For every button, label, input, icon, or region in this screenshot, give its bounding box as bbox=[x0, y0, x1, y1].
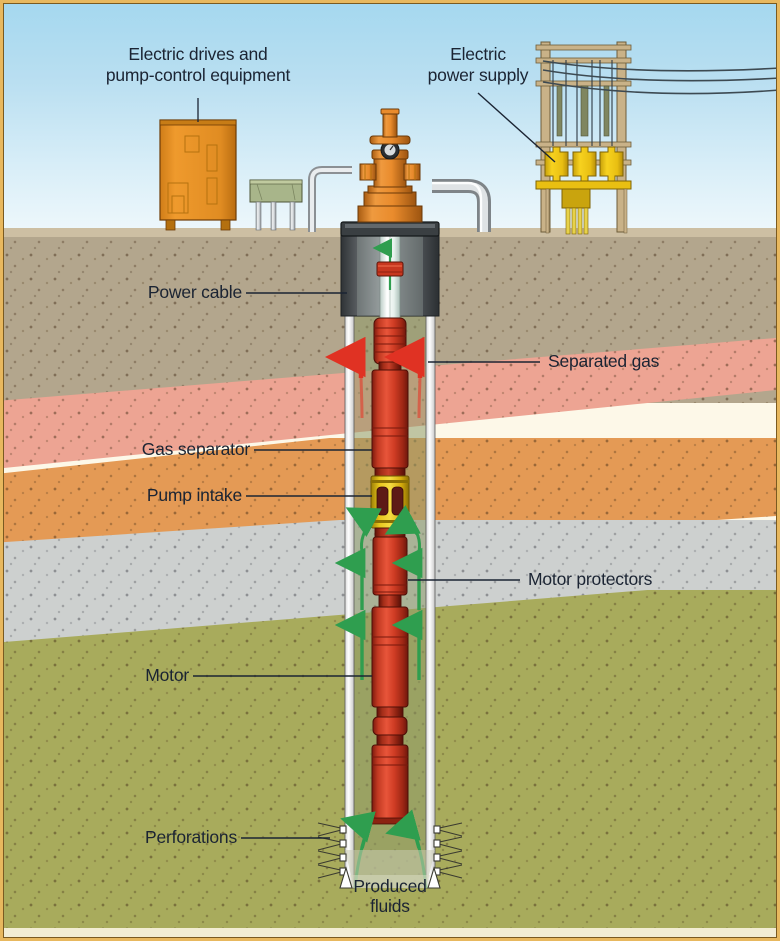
label-pump-intake: Pump intake bbox=[146, 485, 242, 505]
label-produced-fluids: Produced fluids bbox=[353, 876, 427, 916]
label-separated-gas: Separated gas bbox=[548, 351, 660, 371]
left-riser-pipe bbox=[308, 166, 352, 232]
perforations bbox=[317, 822, 463, 889]
wellhead-christmas-tree bbox=[357, 108, 423, 223]
label-motor: Motor bbox=[145, 665, 189, 685]
stratum-bottom-band bbox=[4, 928, 776, 937]
label-electric-drives: Electric drives and pump-control equipme… bbox=[105, 44, 291, 85]
separated-gas-arrows bbox=[325, 336, 425, 419]
label-motor-protectors: Motor protectors bbox=[528, 569, 653, 589]
control-cabinet bbox=[159, 98, 237, 231]
label-electric-power-supply: Electric power supply bbox=[427, 44, 529, 85]
label-perforations: Perforations bbox=[145, 827, 237, 847]
surface-flowline bbox=[432, 179, 491, 232]
label-gas-separator: Gas separator bbox=[141, 439, 250, 459]
surface-facilities bbox=[159, 41, 780, 237]
production-tubing bbox=[372, 235, 404, 321]
overhead-power-lines bbox=[542, 60, 780, 95]
junction-box bbox=[249, 179, 303, 231]
label-power-cable: Power cable bbox=[147, 282, 242, 302]
ground-risers bbox=[545, 188, 628, 234]
well-sump bbox=[345, 850, 435, 888]
